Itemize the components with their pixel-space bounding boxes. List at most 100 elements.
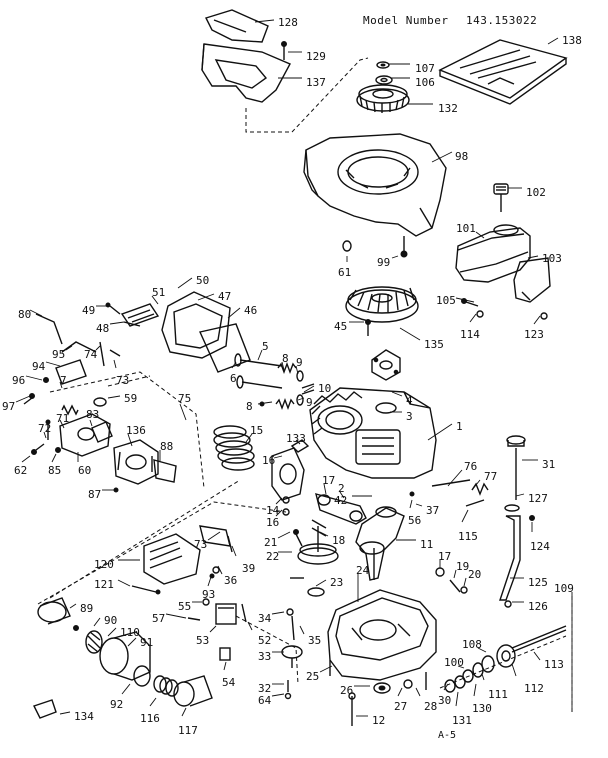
washer-108 [472,662,484,678]
leader-line-8 [257,401,273,405]
leader-line-133 [295,439,301,445]
model-number-label: Model Number [363,14,448,27]
screw-57 [187,617,201,621]
callout-33: 33 [258,650,271,663]
callout-112: 112 [524,682,544,695]
callout-88: 88 [160,440,173,453]
valve-spring-8 [277,362,297,374]
leader-line-5 [257,349,263,361]
leader-line-48 [109,321,125,325]
callout-26: 26 [340,684,353,697]
callout-8: 8 [282,352,289,365]
callout-34: 34 [258,612,272,625]
governor-axis [439,635,567,689]
gasket-46 [199,323,251,373]
leader-line-35 [299,625,305,635]
callout-121: 121 [94,578,114,591]
carb-dashed-guide [49,371,205,489]
leader-line-99 [391,255,399,259]
leader-line-85 [51,453,57,463]
callout-35: 35 [308,634,321,647]
callout-71: 71 [56,412,69,425]
blower-housing-98 [303,133,447,237]
callout-17: 17 [438,550,451,563]
leader-line-128 [254,19,275,23]
callout-73: 73 [194,538,207,551]
leader-line-98 [431,151,453,163]
governor-gear-33 [281,645,303,668]
spring-77 [471,482,489,496]
bolt-12 [348,692,356,726]
breather-133 [290,439,310,453]
callout-137: 137 [306,76,326,89]
screw-85 [55,447,61,453]
leader-line-52 [247,621,253,631]
pin-48 [123,321,141,327]
callout-4: 4 [406,394,413,407]
leader-line-100 [457,665,465,669]
control-cover-128 [205,9,269,43]
leader-line-74 [95,345,101,351]
washer-23 [307,587,325,597]
oil-base-25 [327,589,437,681]
shaft-35 [291,615,295,641]
piston-rings-15 [213,425,255,471]
callout-52: 52 [258,634,271,647]
leader-line-130 [473,683,477,697]
leader-line-108 [477,647,487,653]
crankshaft-11 [355,506,405,581]
leader-line-92 [121,683,131,695]
callout-111: 111 [488,688,508,701]
cylinder-block-1 [309,387,437,479]
callout-55: 55 [178,600,191,613]
leader-line-36 [217,565,223,575]
callout-2: 2 [338,482,345,495]
grommet-61 [342,240,352,252]
callout-130: 130 [472,702,492,715]
callout-80: 80 [18,308,31,321]
callout-136: 136 [126,424,146,437]
leader-line-19 [453,569,457,579]
owners-manual-138 [438,39,568,105]
leader-line-53 [209,625,217,633]
screw-72 [45,419,51,440]
callout-120: 120 [94,558,114,571]
callout-7: 7 [60,374,67,387]
callout-18: 18 [332,534,345,547]
leader-line-23 [315,579,327,587]
screen-90 [73,625,79,631]
callout-113: 113 [544,658,564,671]
callout-36: 36 [224,574,237,587]
callout-27: 27 [394,700,407,713]
washer-106 [375,75,393,85]
callout-132: 132 [438,102,458,115]
callout-14: 14 [266,504,280,517]
leader-line-8 [281,361,285,371]
callout-59: 59 [124,392,137,405]
callout-10: 10 [318,382,331,395]
callout-56: 56 [408,514,421,527]
callout-1: 1 [456,420,463,433]
leader-line-93 [207,573,213,587]
screw-73 [109,349,121,357]
callout-77: 77 [484,470,497,483]
governor-link-74 [99,341,105,367]
callout-102: 102 [526,186,546,199]
callout-96: 96 [12,374,25,387]
leader-line-97 [15,395,31,403]
bracket-53 [215,603,237,625]
callout-60: 60 [78,464,91,477]
callout-127: 127 [528,492,548,505]
leader-line-9 [295,365,299,375]
washer-111 [481,655,495,673]
callout-5: 5 [262,340,269,353]
washer-64 [284,692,292,700]
callout-11: 11 [420,538,433,551]
leader-line-16 [273,455,283,459]
leader-line-14 [275,497,283,505]
callout-12: 12 [372,714,385,727]
callout-107: 107 [415,62,435,75]
callout-76: 76 [464,460,477,473]
throttle-rod-80 [35,313,63,345]
